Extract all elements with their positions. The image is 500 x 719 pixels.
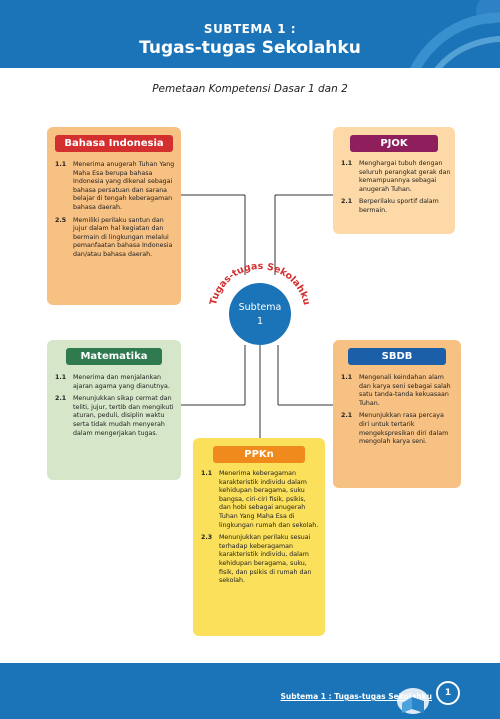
card-title: PJOK — [350, 135, 438, 152]
center-circle — [229, 283, 291, 345]
card-title: PPKn — [213, 446, 305, 463]
subtheme-label: SUBTEMA 1 : — [203, 22, 297, 36]
center-label-line2: 1 — [257, 316, 263, 327]
page-number: 1 — [436, 681, 460, 705]
card-title: Matematika — [66, 348, 162, 365]
page-header — [0, 0, 500, 68]
card-title: Bahasa Indonesia — [55, 135, 173, 152]
center-label-line1: Subtema — [239, 302, 282, 313]
page-title: Tugas-tugas Sekolahku — [139, 38, 361, 58]
footer-subtheme-text: Subtema 1 : Tugas-tugas Sekolahku — [280, 692, 432, 701]
book-icon — [397, 688, 429, 714]
card-title: SBDB — [348, 348, 446, 365]
center-hub: Tugas-tugas Sekolahku Subtema 1 — [208, 261, 312, 345]
swirl-decoration-icon — [410, 0, 500, 68]
map-title: Pemetaan Kompetensi Dasar 1 dan 2 — [152, 83, 348, 95]
